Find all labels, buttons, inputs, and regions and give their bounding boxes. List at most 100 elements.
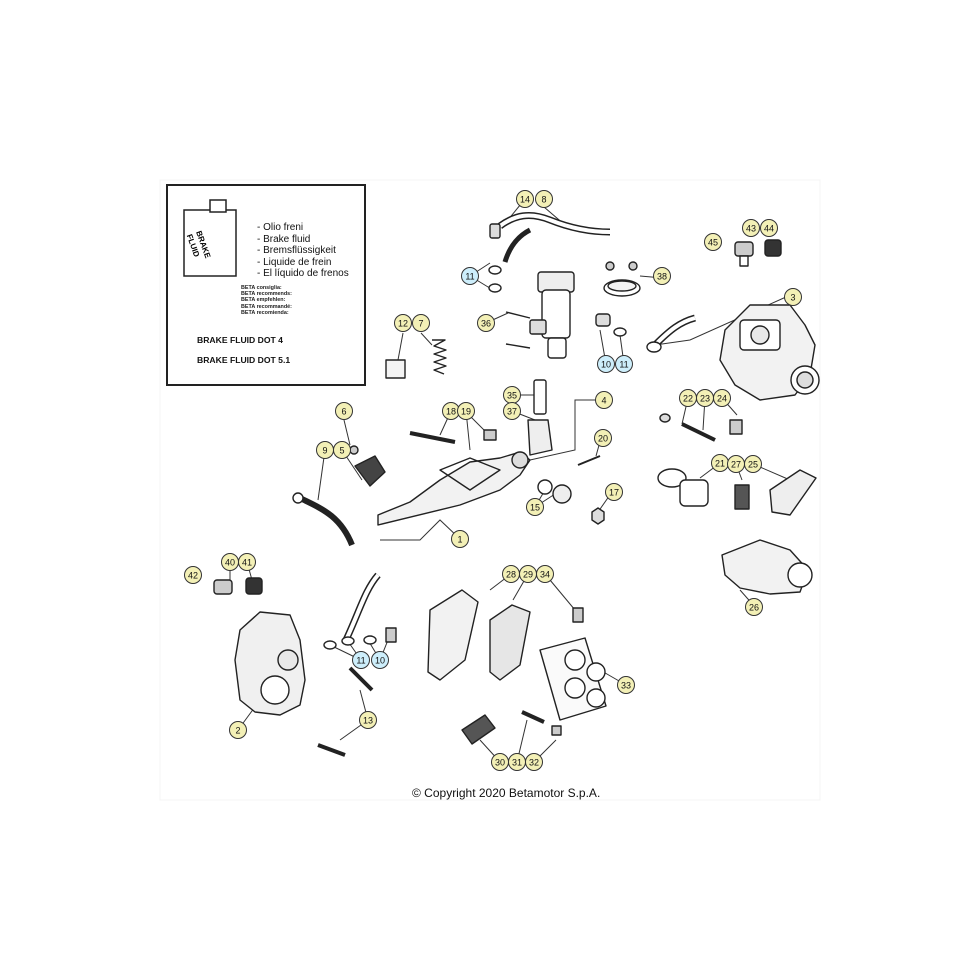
callout-25: 25	[744, 455, 762, 473]
callout-2: 2	[229, 721, 247, 739]
callout-38: 38	[653, 267, 671, 285]
callout-number: 36	[481, 318, 491, 328]
front-pistons	[539, 637, 607, 721]
return-spring	[432, 339, 447, 375]
callout-number: 5	[339, 445, 344, 455]
callout-circle	[536, 565, 554, 583]
brake-pedal	[377, 451, 531, 526]
callout-circle	[477, 314, 495, 332]
callout-number: 2	[235, 725, 240, 735]
callout-circle	[760, 219, 778, 237]
callout-circle	[229, 721, 247, 739]
callout-number: 13	[363, 715, 373, 725]
rear-brake-pads	[769, 469, 817, 516]
callout-circle	[333, 441, 351, 459]
legend-recommendation: BETA recommandé:	[241, 303, 292, 310]
callout-26: 26	[745, 598, 763, 616]
callout-41: 41	[238, 553, 256, 571]
fluid-dot4: BRAKE FLUID DOT 4	[197, 335, 283, 345]
callout-circle	[745, 598, 763, 616]
callout-number: 19	[461, 406, 471, 416]
callout-24: 24	[713, 389, 731, 407]
legend-recommendation: BETA empfehlen:	[241, 297, 286, 304]
callout-circle	[595, 391, 613, 409]
callout-number: 10	[375, 655, 385, 665]
legend-recommendation: BETA consiglia:	[241, 285, 282, 291]
callout-11: 11	[615, 355, 633, 373]
caliper-bolts-top	[734, 239, 782, 267]
callout-circle	[238, 553, 256, 571]
callout-number: 20	[598, 433, 608, 443]
callout-circle	[594, 429, 612, 447]
callout-number: 18	[446, 406, 456, 416]
cable-9	[298, 495, 355, 547]
callout-circle	[617, 676, 635, 694]
legend-line: - El líquido de frenos	[257, 268, 349, 280]
callout-circle	[461, 267, 479, 285]
callout-circle	[526, 498, 544, 516]
callout-44: 44	[760, 219, 778, 237]
callout-15: 15	[526, 498, 544, 516]
callout-14: 14	[516, 190, 534, 208]
callout-number: 44	[764, 223, 774, 233]
callout-40: 40	[221, 553, 239, 571]
callout-number: 11	[465, 271, 474, 281]
caliper-bolt-13b	[317, 743, 346, 757]
callout-5: 5	[333, 441, 351, 459]
legend-recommendation: BETA recommends:	[241, 291, 292, 298]
callout-13: 13	[359, 711, 377, 729]
callout-circle	[394, 314, 412, 332]
callout-number: 10	[601, 359, 611, 369]
push-rod	[533, 379, 547, 415]
caliper-bracket	[721, 539, 809, 595]
callout-number: 4	[601, 395, 606, 405]
caliper-bolt-13a	[348, 666, 374, 692]
callout-42: 42	[184, 566, 202, 584]
callout-number: 43	[746, 223, 756, 233]
callout-10: 10	[371, 651, 389, 669]
callout-circle	[615, 355, 633, 373]
callout-circle	[535, 190, 553, 208]
callout-number: 35	[507, 390, 517, 400]
callout-number: 15	[530, 502, 540, 512]
parts-drawings	[213, 211, 820, 757]
callout-number: 25	[748, 459, 758, 469]
callout-number: 27	[731, 459, 741, 469]
legend-line: - Olio freni	[257, 222, 304, 233]
callout-number: 30	[495, 757, 505, 767]
legend-line: - Liquide de frein	[257, 256, 332, 268]
pivot-bolt	[409, 431, 456, 444]
brake-fluid-can-icon: BRAKEFLUID	[183, 199, 237, 277]
callout-12: 12	[394, 314, 412, 332]
callout-circle	[412, 314, 430, 332]
legend-recommendation: BETA recomienda:	[241, 309, 289, 316]
callout-number: 1	[457, 534, 462, 544]
callout-number: 41	[242, 557, 252, 567]
rear-brake-caliper	[719, 304, 820, 401]
rear-master-cylinder	[505, 271, 575, 359]
callout-28: 28	[502, 565, 520, 583]
legend-recommendations: BETA consiglia: BETA recommends: BETA em…	[241, 285, 292, 316]
pad-spacer	[427, 589, 479, 681]
callout-circle	[742, 219, 760, 237]
callout-7: 7	[412, 314, 430, 332]
front-brake-caliper	[234, 611, 306, 716]
callout-number: 29	[523, 569, 533, 579]
callout-number: 38	[657, 271, 667, 281]
callout-number: 45	[708, 237, 718, 247]
callout-34: 34	[536, 565, 554, 583]
callout-number: 32	[529, 757, 539, 767]
callout-number: 17	[609, 487, 619, 497]
callout-circle	[451, 530, 469, 548]
callout-number: 40	[225, 557, 235, 567]
callout-number: 37	[507, 406, 517, 416]
callout-20: 20	[594, 429, 612, 447]
callout-circle	[359, 711, 377, 729]
callout-number: 7	[418, 318, 423, 328]
callout-6: 6	[335, 402, 353, 420]
callout-number: 28	[506, 569, 516, 579]
callout-4: 4	[595, 391, 613, 409]
callout-17: 17	[605, 483, 623, 501]
